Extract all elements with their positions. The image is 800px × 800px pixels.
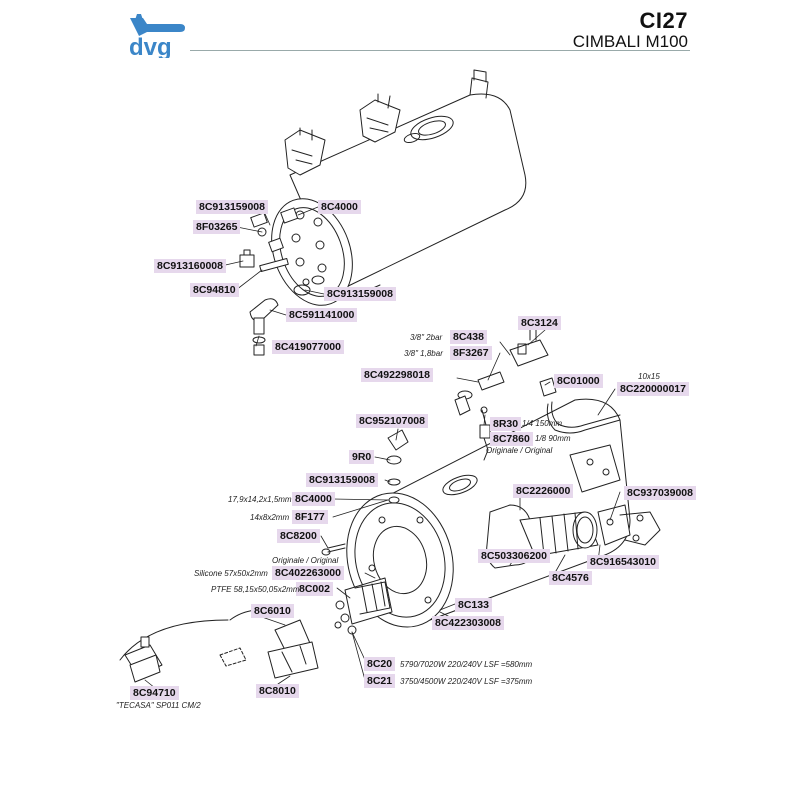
part-label-p3: 8F03265 [193, 220, 241, 234]
note-n5: 1/8 90mm [535, 434, 571, 443]
note-n8: 14x8x2mm [250, 513, 290, 522]
dvg-logo: dvg [129, 14, 185, 58]
part-label-p26: 8C916543010 [587, 555, 659, 569]
part-label-p32: 8C422303008 [432, 616, 504, 630]
part-label-p25: 8C503306200 [478, 549, 550, 563]
note-n6: Originale / Original [486, 446, 553, 455]
part-label-p23: 8F177 [292, 510, 328, 524]
note-n4: 1/4 150mm [522, 419, 563, 428]
part-label-p15: 8C952107008 [356, 414, 428, 428]
page-header: dvg CI27 CIMBALI M100 [0, 0, 800, 60]
part-label-p10: 8F3267 [450, 346, 492, 360]
note-n7: 17,9x14,2x1,5mm [228, 495, 292, 504]
header-divider [190, 50, 690, 51]
part-label-p2: 8C4000 [318, 200, 361, 214]
part-label-p28: 8C4576 [549, 571, 592, 585]
part-label-p12: 8C492298018 [361, 368, 433, 382]
part-label-p11: 8C3124 [518, 316, 561, 330]
catalog-code: CI27 [639, 8, 688, 33]
part-label-p24: 8C8200 [277, 529, 320, 543]
part-label-p29: 8C002 [296, 582, 333, 596]
part-label-p36: 8C8010 [256, 684, 299, 698]
part-label-p19: 8C913159008 [306, 473, 378, 487]
part-label-p16: 8R30 [490, 417, 522, 431]
part-label-p21: 8C937039008 [624, 486, 696, 500]
part-label-p30: 8C6010 [251, 604, 294, 618]
part-label-p8: 8C419077000 [272, 340, 344, 354]
part-label-p14: 8C220000017 [617, 382, 689, 396]
machine-model: CIMBALI M100 [572, 32, 688, 51]
heating-element [321, 543, 393, 635]
note-n12: 5790/7020W 220/240V LSF =580mm [400, 660, 533, 669]
upper-fittings [239, 207, 325, 356]
part-label-p34: 8C21 [364, 674, 396, 688]
part-label-p9: 8C438 [450, 330, 487, 344]
part-label-p13: 8C01000 [554, 374, 603, 388]
note-n14: "TECASA" SP011 CM/2 [116, 701, 201, 710]
note-n11: PTFE 58,15x50,05x2mm [211, 585, 300, 594]
upper-boiler [271, 69, 527, 306]
note-n1: 3/8" 2bar [410, 333, 443, 342]
note-n13: 3750/4500W 220/240V LSF =375mm [400, 677, 533, 686]
part-label-p5: 8C94810 [190, 283, 239, 297]
part-label-p18: 9R0 [349, 450, 375, 464]
part-label-p31: 8C133 [455, 598, 492, 612]
part-label-p6: 8C913159008 [324, 287, 396, 301]
part-label-p20: 8C2226000 [513, 484, 574, 498]
logo-text: dvg [129, 34, 172, 58]
note-n10: Silicone 57x50x2mm [194, 569, 268, 578]
part-label-p7: 8C591141000 [286, 308, 358, 322]
part-label-p22: 8C4000 [292, 492, 335, 506]
note-n3: 10x15 [638, 372, 660, 381]
part-label-p33: 8C20 [364, 657, 396, 671]
part-label-p27: 8C402263000 [272, 566, 344, 580]
note-n9: Originale / Original [272, 556, 339, 565]
part-label-p35: 8C94710 [130, 686, 179, 700]
part-label-p17: 8C7860 [490, 432, 533, 446]
note-n2: 3/8" 1,8bar [404, 349, 443, 358]
thermostat-assembly [119, 609, 319, 683]
part-label-p1: 8C913159008 [196, 200, 268, 214]
tube-and-valves [386, 327, 621, 504]
part-label-p4: 8C913160008 [154, 259, 226, 273]
